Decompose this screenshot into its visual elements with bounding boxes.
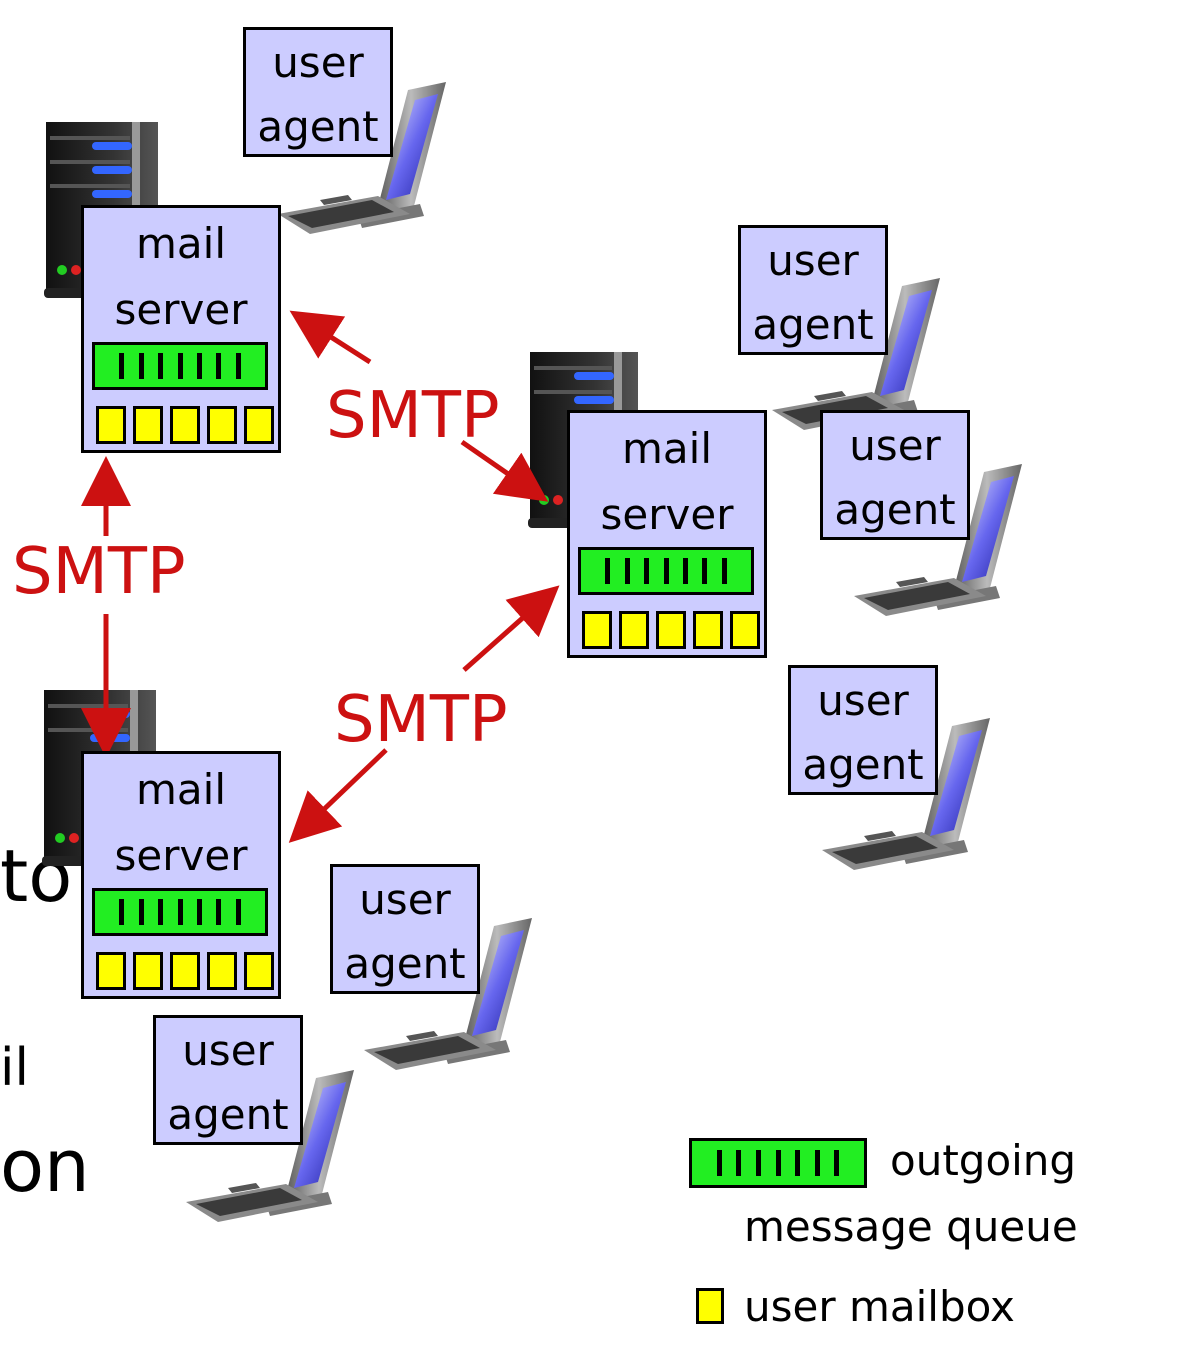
user-agent-label-line2: agent [167,1090,289,1139]
user-agent-label-line2: agent [802,740,924,789]
mail-server-box: mail server [81,205,281,453]
user-mailbox [619,611,649,649]
outgoing-message-queue [92,888,268,936]
legend-queue-label-line2: message queue [744,1202,1078,1251]
user-agent-box: user agent [738,225,888,355]
smtp-arrow-top-to-right [289,310,549,502]
user-agent-box: user agent [243,27,393,157]
user-agent-box: user agent [788,665,938,795]
background-text-il: il [0,1038,29,1098]
user-mailboxes [582,611,760,649]
user-agent-box: user agent [330,864,480,994]
user-mailbox [96,406,126,444]
user-agent-label-line2: agent [834,485,956,534]
mail-server-label-line1: mail [136,219,226,268]
mail-server-label-line1: mail [136,765,226,814]
desktop-computer-icon [364,918,532,1070]
user-agent-box: user agent [820,410,970,540]
legend-queue-label-line1: outgoing [890,1136,1077,1185]
mail-server-label-line2: server [600,490,734,539]
user-mailbox [656,611,686,649]
user-agent-label-line1: user [849,421,941,470]
smtp-arrow-bottom-to-right [288,585,560,843]
user-mailboxes [96,952,274,990]
user-mailbox [133,952,163,990]
outgoing-message-queue [92,342,268,390]
user-agent-label-line2: agent [344,939,466,988]
user-agent-label-line2: agent [257,102,379,151]
user-mailbox [730,611,760,649]
mail-server-label-line2: server [114,831,248,880]
mail-server-label-line1: mail [622,424,712,473]
user-mailbox [170,406,200,444]
mail-server-box: mail server [81,751,281,999]
user-mailbox [244,952,274,990]
desktop-computer-icon [854,464,1022,616]
desktop-computer-icon [822,718,990,870]
user-mailbox [207,952,237,990]
user-mailbox [133,406,163,444]
user-agent-label-line1: user [272,38,364,87]
background-text-on: on [0,1124,90,1208]
desktop-computer-icon [186,1070,354,1222]
user-mailbox [693,611,723,649]
legend-mailbox-swatch [696,1288,724,1324]
mail-server-box: mail server [567,410,767,658]
mail-server-label-line2: server [114,285,248,334]
user-mailbox [207,406,237,444]
user-mailbox [582,611,612,649]
user-agent-box: user agent [153,1015,303,1145]
user-agent-label-line1: user [182,1026,274,1075]
smtp-label: SMTP [12,535,186,609]
user-agent-label-line1: user [767,236,859,285]
user-mailbox [96,952,126,990]
user-mailboxes [96,406,274,444]
outgoing-message-queue [578,547,754,595]
desktop-computer-icon [278,82,446,234]
user-agent-label-line2: agent [752,300,874,349]
legend-queue-swatch [689,1138,867,1188]
user-mailbox [244,406,274,444]
user-agent-label-line1: user [359,875,451,924]
legend-mailbox-label: user mailbox [744,1282,1015,1331]
user-agent-label-line1: user [817,676,909,725]
user-mailbox [170,952,200,990]
smtp-label: SMTP [334,683,508,757]
smtp-label: SMTP [326,379,500,453]
